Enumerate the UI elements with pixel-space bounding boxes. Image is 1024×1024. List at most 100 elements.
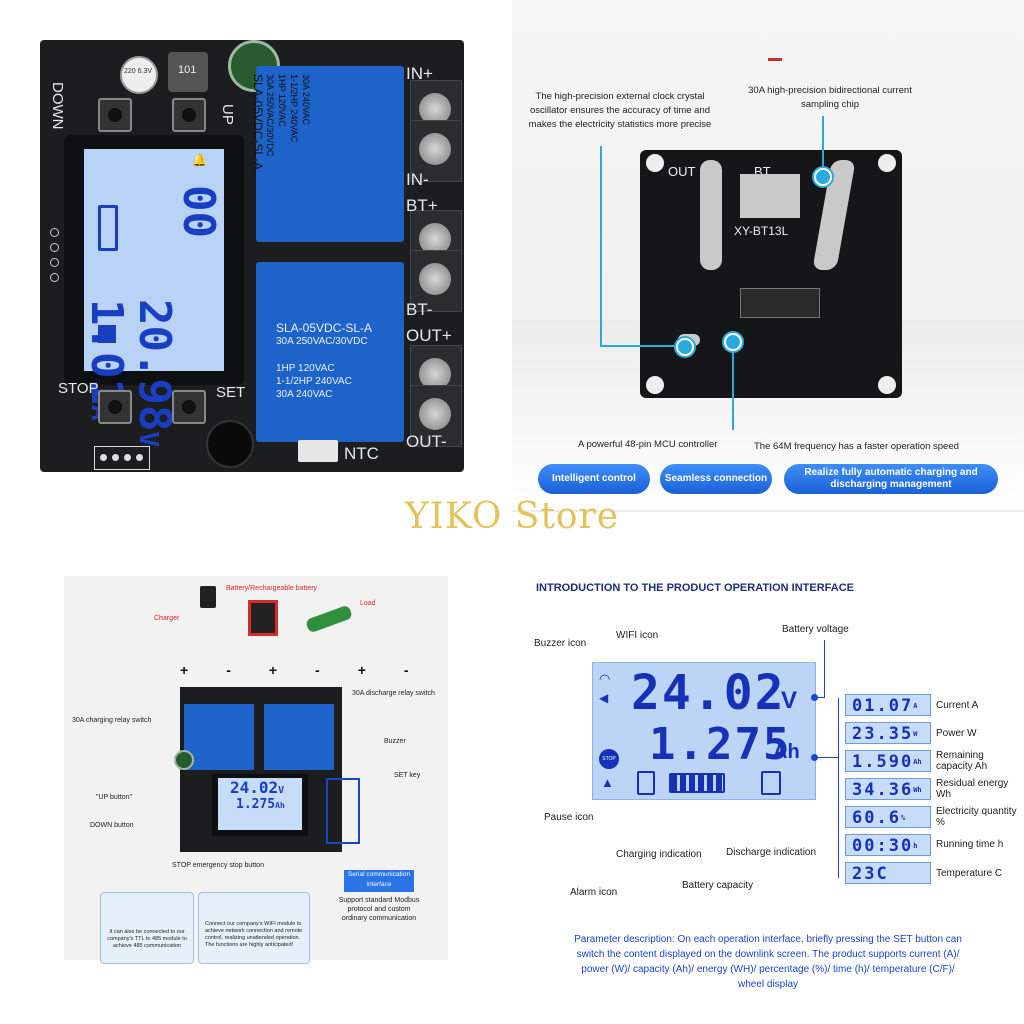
out-plus-label: OUT+	[406, 326, 452, 345]
callout-charging: Charging indication	[616, 849, 702, 860]
lcd-prefix: 00	[173, 185, 224, 238]
load-label: Load	[360, 600, 376, 607]
pill-auto-management: Realize fully automatic charging and dis…	[784, 464, 998, 494]
readout-energy: 34.36Wh	[845, 778, 931, 800]
set-label: SET	[216, 384, 246, 401]
up-button-label: "UP button"	[96, 794, 132, 801]
readout-label-current: Current A	[936, 700, 979, 711]
terminal-in-minus	[410, 120, 462, 182]
stop-button-label: STOP emergency stop button	[172, 862, 264, 869]
buzzer-icon: 🔔	[192, 153, 207, 167]
wifi-icon: ◠	[599, 671, 611, 686]
discharge-icon	[761, 771, 781, 795]
charging-icon	[637, 771, 655, 795]
bt-minus-label: BT-	[406, 300, 433, 319]
diagram-relay-discharge	[264, 704, 334, 770]
polarity-row: +-+-+-	[180, 662, 447, 678]
callout-pause: Pause icon	[544, 812, 594, 823]
callout-capacity: Battery capacity	[682, 880, 754, 891]
diagram-relay-charge	[184, 704, 254, 770]
readout-label-time: Running time h	[936, 839, 1004, 850]
up-button[interactable]	[172, 98, 206, 132]
charger-label: Charger	[154, 615, 180, 622]
main-lcd-voltage-unit: V	[781, 687, 798, 714]
callout-wifi: WIFI icon	[616, 630, 659, 641]
callout-battery-voltage: Battery voltage	[782, 624, 849, 635]
frequency-note: The 64M frequency has a faster operation…	[754, 441, 959, 452]
battery-icon	[98, 205, 118, 251]
interface-description: INTRODUCTION TO THE PRODUCT OPERATION IN…	[512, 512, 1024, 1024]
set-key-label: SET key	[394, 772, 421, 779]
mcu-chip	[740, 288, 820, 318]
serial-desc: Support standard Modbus protocol and cus…	[338, 897, 420, 922]
mcu-note: A powerful 48-pin MCU controller	[578, 439, 718, 450]
crystal-note: The high-precision external clock crysta…	[528, 91, 712, 130]
board-rear-panel: OUT BT IN XY-BT13L The high-precision ex…	[512, 0, 1024, 512]
bt-plus-label: BT+	[406, 196, 438, 215]
battery-label: Battery/Rechargeable battery	[226, 585, 318, 592]
diagram-lcd: 24.02V 1.275Ah	[212, 774, 308, 836]
wiring-diagram: Battery/Rechargeable battery Charger Loa…	[0, 512, 512, 1024]
rear-board: OUT BT IN XY-BT13L	[640, 150, 902, 398]
board-model: XY-BT13L	[734, 224, 789, 238]
callout-buzzer: Buzzer icon	[534, 638, 587, 649]
discharge-icon	[98, 325, 116, 343]
readout-label-power: Power W	[936, 728, 977, 739]
charger-icon	[200, 586, 216, 608]
relay-charge: 30A 240VAC 1-1/2HP 240VAC 1HP 120VAC 30A…	[251, 66, 404, 242]
interface-title: INTRODUCTION TO THE PRODUCT OPERATION IN…	[536, 582, 854, 594]
store-watermark: YIKO Store	[404, 496, 620, 537]
stop-button[interactable]	[98, 390, 132, 424]
small-capacitor: 220 6.3V	[120, 56, 158, 94]
in-minus-label: IN-	[406, 170, 429, 189]
main-lcd: 24.02 V 1.275 Ah ◠ ◀ STOP ▲	[592, 662, 816, 800]
sampling-note: 30A high-precision bidirectional current…	[748, 85, 912, 110]
down-label: DOWN	[49, 82, 66, 130]
readout-label-temperature: Temperature C	[936, 868, 1003, 879]
stop-icon: STOP	[599, 749, 619, 769]
readout-label-energy: Residual energy Wh	[936, 778, 1009, 800]
wifi-module-box: Connect our company's WIFI module to ach…	[198, 892, 310, 964]
ttl-module-box: It can also be connected to our company'…	[100, 892, 194, 964]
ntc-label: NTC	[344, 444, 379, 463]
crystal-marker	[676, 338, 694, 356]
ntc-connector	[298, 440, 338, 462]
buzzer-label: Buzzer	[384, 738, 406, 745]
callout-discharge: Discharge indication	[726, 847, 817, 858]
battery-capacity-icon	[669, 773, 725, 793]
readout-percentage: 60.6%	[845, 806, 931, 828]
pill-seamless-connection: Seamless connection	[660, 464, 772, 494]
battery-icon	[248, 600, 278, 636]
lcd-glass: 20.98V 1.01A 00 🔔	[81, 149, 224, 447]
stop-label: STOP	[58, 380, 99, 397]
readout-capacity: 1.590Ah	[845, 750, 931, 772]
alarm-icon: ▲	[601, 775, 614, 790]
buzzer	[206, 420, 254, 468]
readout-label-capacity: Remaining capacity Ah	[936, 750, 988, 772]
speaker-icon: ◀	[599, 691, 609, 705]
set-button[interactable]	[172, 390, 206, 424]
serial-header	[94, 446, 150, 470]
mcu-marker	[724, 333, 742, 351]
sampling-marker	[814, 168, 832, 186]
pin-holes	[50, 228, 59, 288]
readout-temperature: 23C	[845, 862, 931, 884]
down-button-label: DOWN button	[90, 822, 134, 829]
charge-relay-label: 30A charging relay switch	[72, 717, 152, 724]
callout-alarm: Alarm icon	[570, 887, 618, 898]
readout-current: 01.07A	[845, 694, 931, 716]
accent-bar	[768, 58, 782, 61]
readout-power: 23.35W	[845, 722, 931, 744]
main-lcd-capacity-unit: Ah	[773, 741, 800, 763]
down-button[interactable]	[98, 98, 132, 132]
lcd-display: 20.98V 1.01A 00 🔔	[64, 135, 244, 447]
relay-discharge: SLA-05VDC-SL-A 30A 250VAC/30VDC 1HP 120V…	[256, 262, 404, 442]
pill-intelligent-control: Intelligent control	[538, 464, 650, 494]
readout-label-percentage: Electricity quantity %	[936, 806, 1017, 828]
up-label: UP	[219, 104, 236, 125]
out-minus-label: OUT-	[406, 432, 447, 451]
serial-box	[326, 778, 360, 844]
inductor: 101	[168, 52, 208, 92]
main-lcd-capacity: 1.275	[649, 719, 792, 770]
serial-title: Serial communication interface	[344, 870, 414, 892]
